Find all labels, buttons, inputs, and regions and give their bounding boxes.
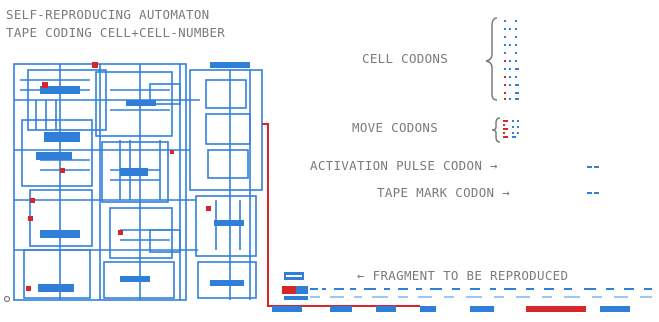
automaton-signals xyxy=(26,62,211,291)
move-codons-label: MOVE CODONS xyxy=(352,121,438,135)
output-tape-red xyxy=(526,306,586,312)
tape-mark-codon-label: TAPE MARK CODON → xyxy=(377,186,510,200)
tape-origin-marker xyxy=(5,297,10,302)
activation-pulse-codon xyxy=(587,166,599,168)
activation-pulse-codon-label: ACTIVATION PULSE CODON → xyxy=(310,159,498,173)
move-codons-brace xyxy=(492,118,500,142)
move-codons xyxy=(503,120,519,138)
cell-codons-label: CELL CODONS xyxy=(362,52,448,66)
cell-codons-brace xyxy=(486,18,497,100)
tape-mark-codon xyxy=(587,192,599,194)
fragment-tape-row1 xyxy=(310,288,652,290)
fragment-blocks xyxy=(282,272,308,300)
automaton-circuit xyxy=(14,64,262,300)
cell-codons-column xyxy=(504,20,519,100)
fragment-label: ← FRAGMENT TO BE REPRODUCED xyxy=(357,269,568,283)
fragment-tape-row2 xyxy=(310,296,652,298)
